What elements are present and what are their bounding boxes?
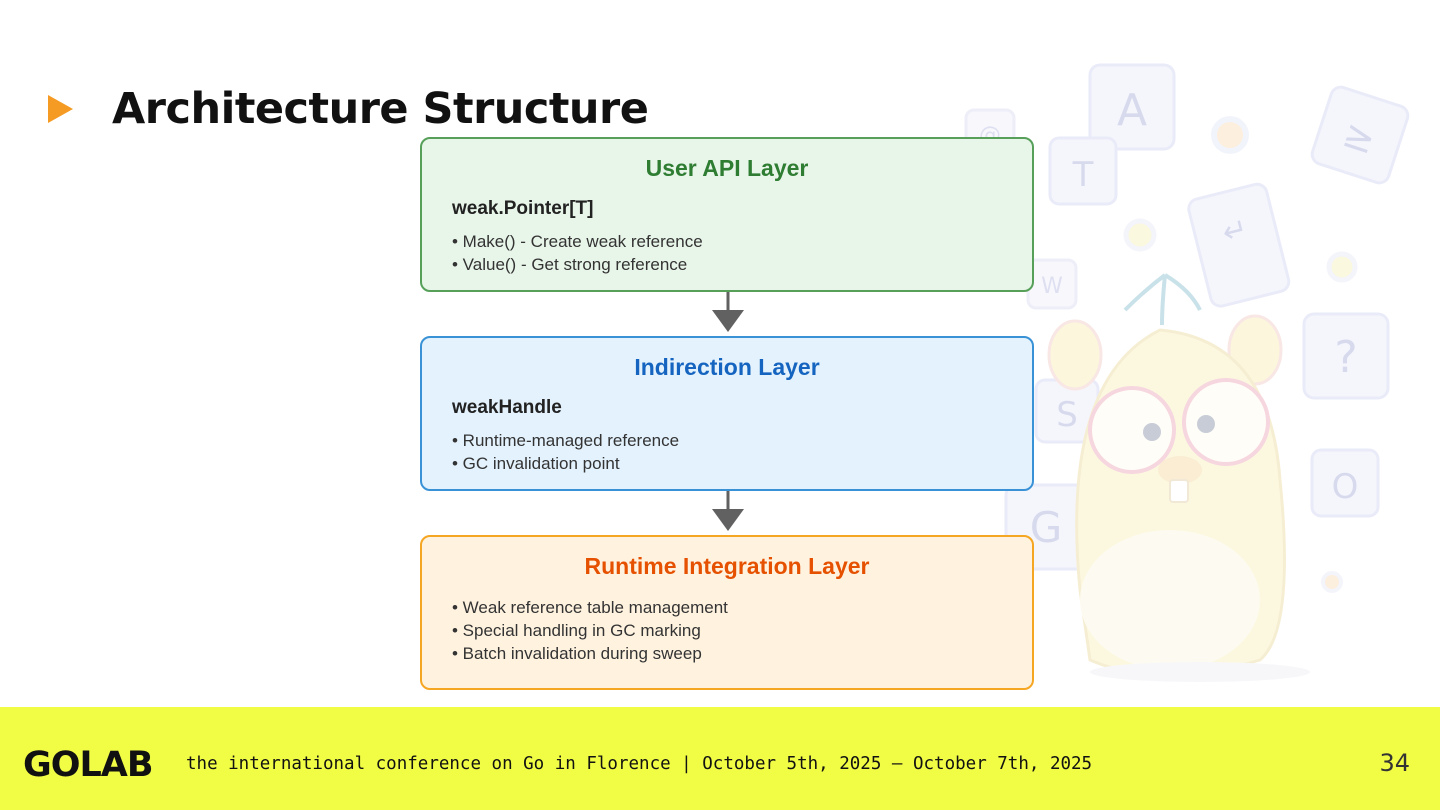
gopher-keyboard-illustration: A T @ W S G ? O [964, 63, 1410, 682]
keycap-o-letter: O [1332, 467, 1359, 507]
layer-subheading: weakHandle [452, 397, 562, 418]
user-api-layer-box: User API Layer weak.Pointer[T] • Make() … [420, 137, 1034, 292]
conference-tagline: the international conference on Go in Fl… [186, 754, 1093, 774]
layer-heading: Runtime Integration Layer [584, 553, 870, 579]
list-item: • Runtime-managed reference [452, 431, 680, 450]
layer-item-list: • Weak reference table management • Spec… [452, 596, 728, 665]
keycap-enter: ↵ [1187, 182, 1291, 308]
footer-band: GOLAB the international conference on Go… [0, 707, 1440, 810]
keycap-t: T [1048, 136, 1118, 206]
slide-title-row: Architecture Structure [46, 82, 649, 136]
indirection-layer-box: Indirection Layer weakHandle • Runtime-m… [420, 336, 1034, 491]
sparkle-icon [1326, 251, 1358, 283]
keycap-a: A [1088, 63, 1176, 151]
list-item: • GC invalidation point [452, 454, 620, 473]
list-item: • Make() - Create weak reference [452, 232, 703, 251]
keycap-o: O [1310, 448, 1380, 518]
down-arrow-icon [712, 292, 744, 332]
sparkle-icon [1211, 116, 1249, 154]
runtime-integration-layer-box: Runtime Integration Layer • Weak referen… [420, 535, 1034, 690]
layer-subheading: weak.Pointer[T] [452, 198, 594, 219]
layer-item-list: • Make() - Create weak reference • Value… [452, 230, 703, 276]
sparkle-icon [1321, 571, 1343, 593]
down-arrow-icon [712, 491, 744, 531]
slide-title: Architecture Structure [112, 84, 649, 134]
keycap-geq: ≥ [1310, 85, 1410, 185]
list-item: • Batch invalidation during sweep [452, 644, 702, 663]
layer-item-list: • Runtime-managed reference • GC invalid… [452, 429, 679, 475]
golab-logo: GOLAB [23, 745, 154, 785]
list-item: • Special handling in GC marking [452, 621, 701, 640]
page-number: 34 [1379, 749, 1410, 777]
keycap-t-letter: T [1072, 155, 1094, 195]
list-item: • Weak reference table management [452, 598, 728, 617]
layer-heading: Indirection Layer [634, 354, 820, 380]
sparkle-icon [1123, 218, 1157, 252]
keycap-w: W [1026, 258, 1078, 310]
keycap-g-letter: G [1030, 503, 1063, 552]
gopher-mascot [1047, 273, 1310, 682]
keycap-s-letter: S [1056, 395, 1078, 435]
keycap-s: S [1034, 378, 1100, 444]
list-item: • Value() - Get strong reference [452, 255, 688, 274]
keycap-a-letter: A [1117, 85, 1147, 136]
play-triangle-icon [48, 95, 73, 123]
keycap-question: ? [1302, 312, 1390, 400]
layer-heading: User API Layer [645, 155, 809, 181]
keycap-question-letter: ? [1334, 332, 1357, 383]
keycap-w-letter: W [1041, 274, 1063, 299]
